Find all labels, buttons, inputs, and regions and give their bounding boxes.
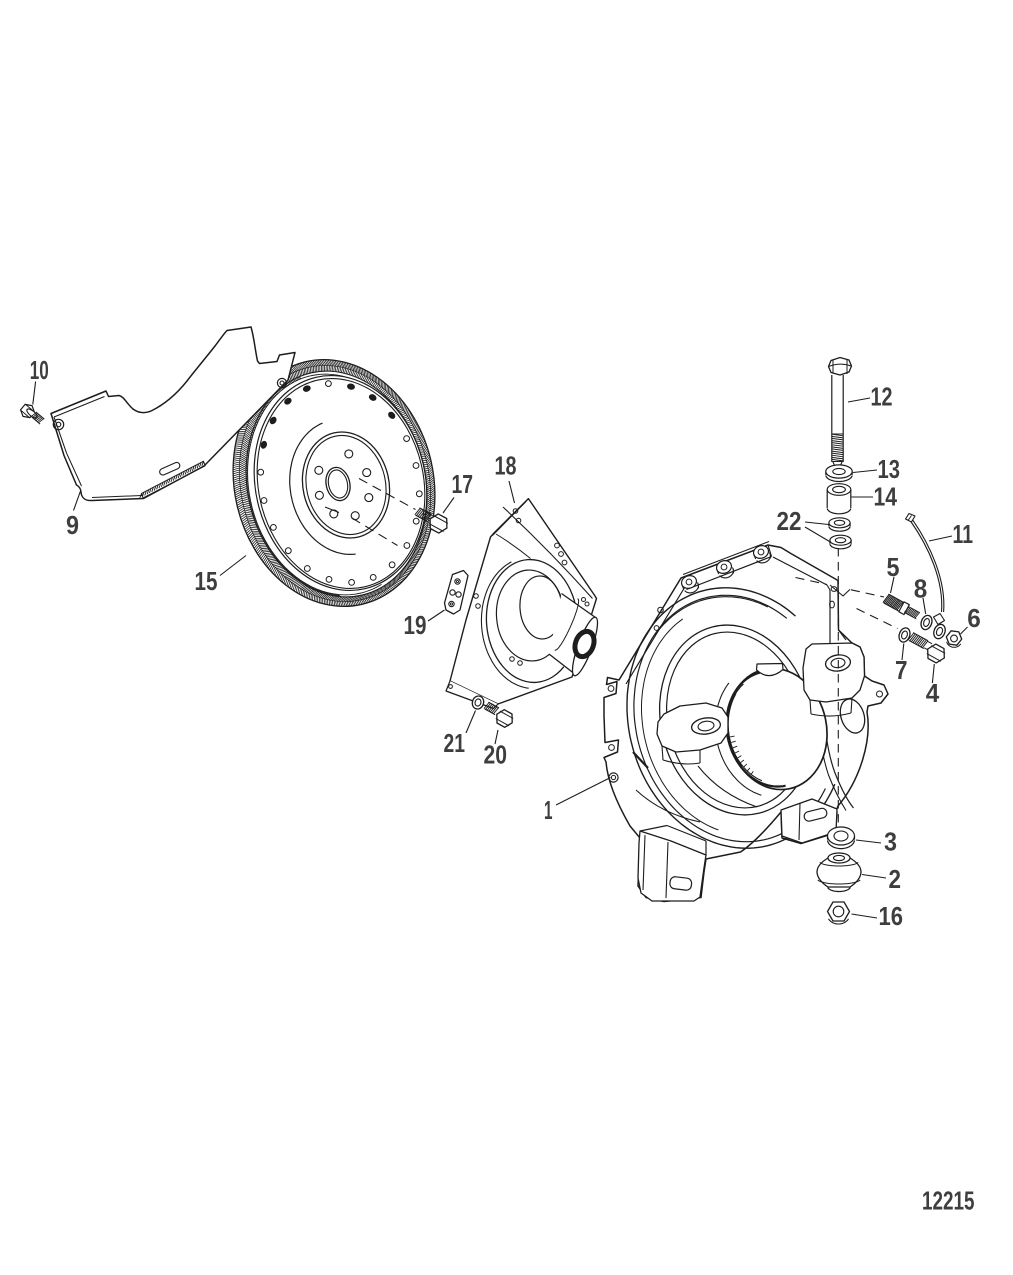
svg-text:1: 1 [544, 797, 553, 825]
svg-text:8: 8 [914, 575, 928, 603]
svg-text:10: 10 [30, 357, 49, 385]
svg-text:3: 3 [884, 828, 897, 856]
svg-text:7: 7 [895, 657, 908, 685]
svg-text:9: 9 [66, 512, 79, 540]
svg-text:20: 20 [484, 742, 508, 770]
svg-text:13: 13 [878, 456, 901, 484]
svg-text:16: 16 [879, 903, 904, 931]
svg-text:22: 22 [777, 508, 802, 536]
svg-text:15: 15 [195, 568, 218, 596]
svg-text:17: 17 [452, 471, 474, 499]
svg-text:12: 12 [871, 384, 893, 412]
svg-text:18: 18 [495, 453, 517, 481]
svg-text:19: 19 [404, 612, 427, 640]
svg-text:4: 4 [926, 680, 940, 708]
svg-text:21: 21 [444, 730, 466, 758]
svg-text:5: 5 [887, 554, 900, 582]
svg-text:12215: 12215 [922, 1187, 975, 1215]
svg-text:11: 11 [953, 521, 974, 549]
svg-text:14: 14 [874, 484, 898, 512]
svg-text:2: 2 [889, 866, 902, 894]
svg-text:6: 6 [967, 605, 981, 633]
